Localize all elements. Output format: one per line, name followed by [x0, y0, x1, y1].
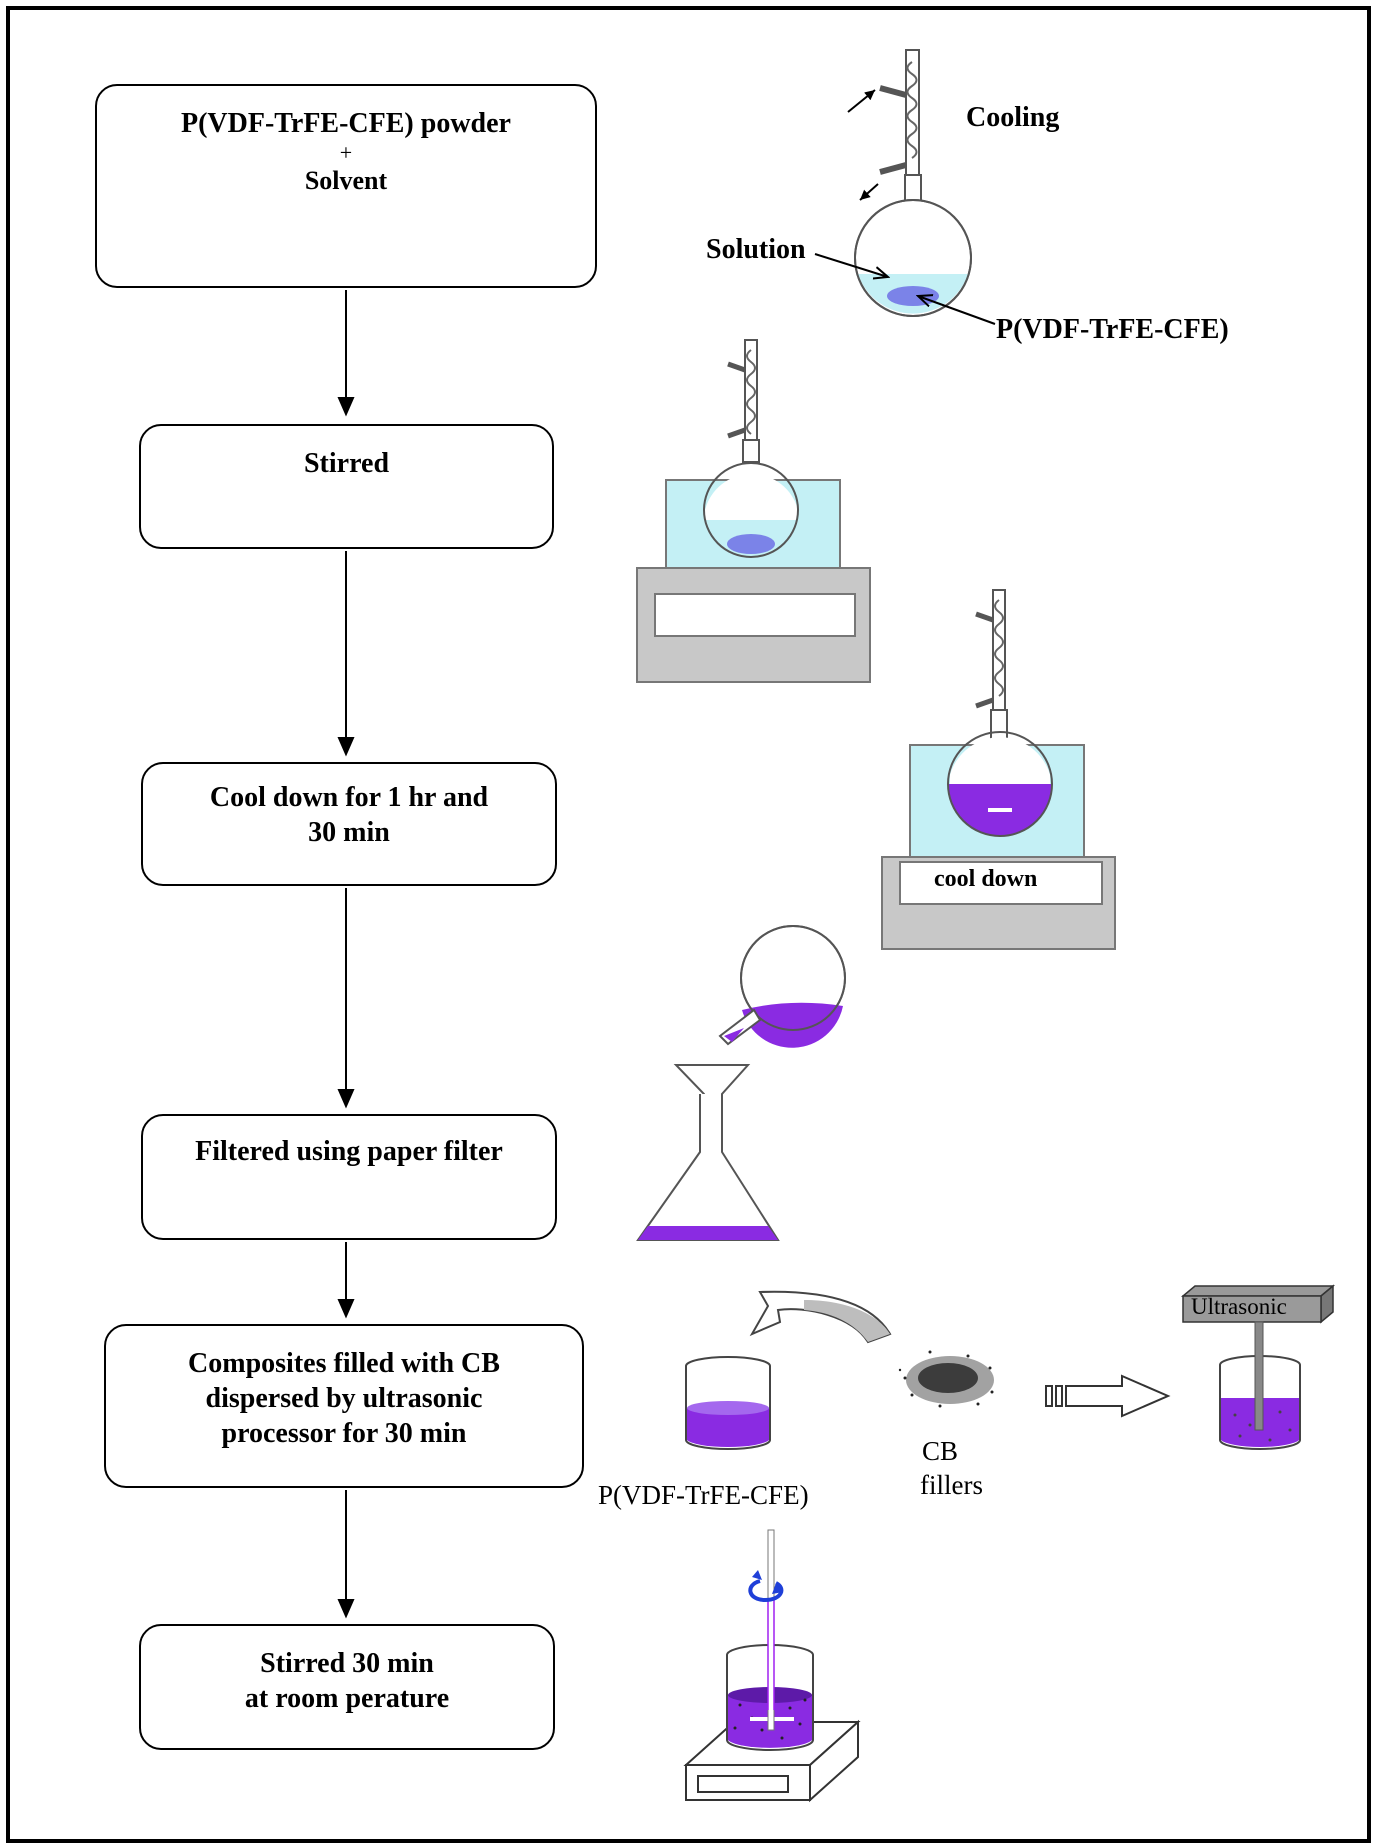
step-cool-down-line2: 30 min	[308, 817, 390, 848]
step-dissolve: P(VDF-TrFE-CFE) powder + Solvent	[95, 84, 597, 288]
label-cool-down: cool down	[934, 866, 1038, 892]
step-composites-line1: Composites filled with CB	[188, 1348, 500, 1379]
reflux-flask-setup	[814, 49, 996, 325]
step-stirred-room-line2: at room perature	[244, 1683, 450, 1714]
step-stirred-line1: Stirred	[303, 448, 390, 479]
label-solution: Solution	[706, 234, 806, 265]
label-cooling: Cooling	[966, 102, 1060, 133]
ultrasonic-processor	[1180, 1284, 1336, 1450]
label-polymer-beaker: P(VDF-TrFE-CFE)	[598, 1480, 809, 1510]
ultrasonic-arrow	[1045, 1374, 1171, 1418]
label-fillers: fillers	[920, 1470, 983, 1500]
stirring-setup	[636, 339, 871, 683]
flow-arrows	[337, 290, 355, 1619]
step-dissolve-line1: P(VDF-TrFE-CFE) powder	[181, 108, 511, 139]
label-ultrasonic: Ultrasonic	[1191, 1294, 1287, 1319]
step-stirred-room: Stirred 30 min at room perature	[139, 1624, 555, 1750]
cb-filler-cloud	[898, 1350, 994, 1408]
step-stirred-room-line1: Stirred 30 min	[260, 1648, 434, 1679]
step-composites: Composites filled with CB dispersed by u…	[104, 1324, 584, 1488]
step-composites-line2: dispersed by ultrasonic	[205, 1383, 483, 1414]
step-stirred: Stirred	[139, 424, 554, 549]
step-filtered-line1: Filtered using paper filter	[195, 1136, 503, 1167]
filtration-setup	[636, 925, 846, 1241]
step-composites-line3: processor for 30 min	[221, 1418, 467, 1449]
label-polymer: P(VDF-TrFE-CFE)	[996, 314, 1229, 345]
cool-down-setup	[881, 589, 1116, 950]
step-cool-down: Cool down for 1 hr and 30 min	[141, 762, 557, 886]
step-dissolve-line2: Solvent	[304, 166, 388, 196]
step-dissolve-plus: +	[339, 140, 353, 165]
label-cb: CB	[922, 1436, 959, 1466]
diagram-frame	[6, 6, 1371, 1843]
step-cool-down-line1: Cool down for 1 hr and	[209, 782, 489, 813]
step-filtered: Filtered using paper filter	[141, 1114, 557, 1240]
composite-mixing	[685, 1290, 1171, 1450]
final-stirring-setup	[683, 1529, 861, 1803]
